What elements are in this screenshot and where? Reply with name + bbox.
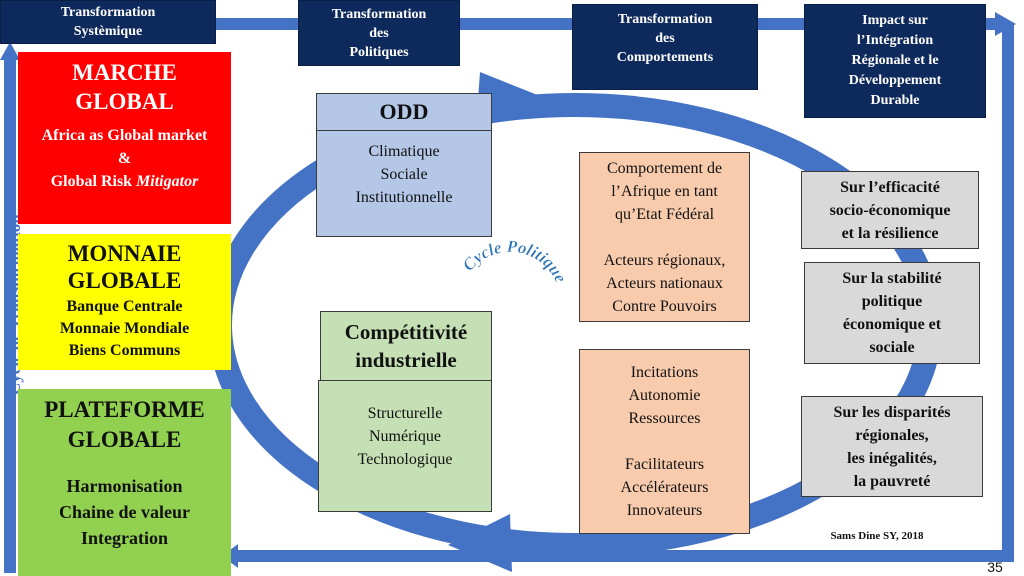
comportement-text: Acteurs nationaux [606, 274, 723, 292]
odd-item: Institutionnelle [355, 189, 453, 206]
comportement-text: Contre Pouvoirs [612, 297, 717, 315]
header-impact: Impact sur l’Intégration Régionale et le… [804, 4, 986, 118]
frame-right-bar [1002, 24, 1014, 554]
incitations-text: Ressources [628, 410, 701, 427]
header-transformation-politiques: Transformation des Politiques [298, 0, 460, 66]
impact-efficacite-box: Sur l’efficacité socio-économique et la … [801, 171, 979, 249]
monnaie-globale-box: MONNAIE GLOBALE Banque Centrale Monnaie … [18, 234, 231, 370]
impact-disparites-box: Sur les disparités régionales, les inéga… [801, 396, 983, 497]
incitations-text: Accélérateurs [620, 479, 709, 496]
header-text: Régionale et le [851, 53, 939, 68]
marche-lines: Africa as Global market & Global Risk Mi… [41, 127, 208, 190]
header-transformation-comportements: Transformation des Comportements [572, 4, 758, 90]
header-text: Transformation [331, 6, 427, 22]
monnaie-title: MONNAIE GLOBALE [67, 241, 182, 293]
frame-left-bar [4, 58, 16, 573]
incitations-text: Innovateurs [626, 502, 703, 519]
odd-item: Climatique [368, 143, 440, 160]
odd-title: ODD [316, 93, 492, 131]
marche-global-box: MARCHE GLOBAL Africa as Global market & … [18, 52, 231, 224]
header-text: Développement [848, 73, 942, 88]
competitivite-item: Structurelle [367, 405, 443, 422]
odd-item: Sociale [380, 166, 428, 183]
header-text: Transformation [60, 5, 156, 20]
frame-up-arrowhead [0, 42, 20, 60]
header-text: des [369, 25, 389, 41]
plateforme-title: PLATEFORME GLOBALE [44, 397, 205, 452]
header-text: Comportements [616, 50, 714, 65]
cycle-politique-label: Cycle Politique [459, 237, 571, 286]
competitivite-title: Compétitivité industrielle [320, 311, 492, 381]
comportement-box: Comportement de l’Afrique en tant qu’Eta… [579, 152, 750, 322]
odd-body: Climatique Sociale Institutionnelle [316, 127, 492, 237]
cycle-arrowhead-right [476, 72, 545, 128]
comportement-text: qu’Etat Fédéral [614, 205, 715, 223]
header-transformation-systemique: Transformation Systèmique [0, 0, 216, 44]
header-text: des [655, 31, 675, 46]
comportement-text: l’Afrique en tant [611, 182, 718, 200]
impact-stabilite-box: Sur la stabilité politique économique et… [804, 262, 980, 364]
comportement-text: Comportement de [606, 159, 723, 177]
incitations-box: Incitations Autonomie Ressources Facilit… [579, 349, 750, 534]
competitivite-body: Structurelle Numérique Technologique [318, 380, 492, 512]
frame-bottom-bar [225, 550, 1014, 562]
credit-text: Sams Dine SY, 2018 [830, 530, 924, 542]
incitations-text: Autonomie [628, 387, 701, 404]
incitations-text: Facilitateurs [624, 456, 705, 473]
marche-title: MARCHE GLOBAL [72, 60, 177, 114]
competitivite-item: Technologique [357, 451, 453, 468]
header-text: Systèmique [73, 24, 143, 39]
monnaie-lines: Banque Centrale Monnaie Mondiale Biens C… [59, 298, 190, 359]
competitivite-item: Numérique [369, 428, 441, 445]
header-text: Transformation [617, 12, 713, 27]
plateforme-globale-box: PLATEFORME GLOBALE Harmonisation Chaine … [18, 389, 231, 576]
header-text: Durable [870, 93, 920, 108]
plateforme-lines: Harmonisation Chaine de valeur Integrati… [58, 476, 190, 548]
header-text: Impact sur [862, 13, 928, 28]
incitations-text: Incitations [630, 364, 699, 381]
page-number: 35 [987, 559, 1003, 575]
comportement-text: Acteurs régionaux, [603, 251, 726, 269]
header-text: l’Intégration [856, 33, 934, 48]
header-text: Politiques [349, 44, 409, 60]
